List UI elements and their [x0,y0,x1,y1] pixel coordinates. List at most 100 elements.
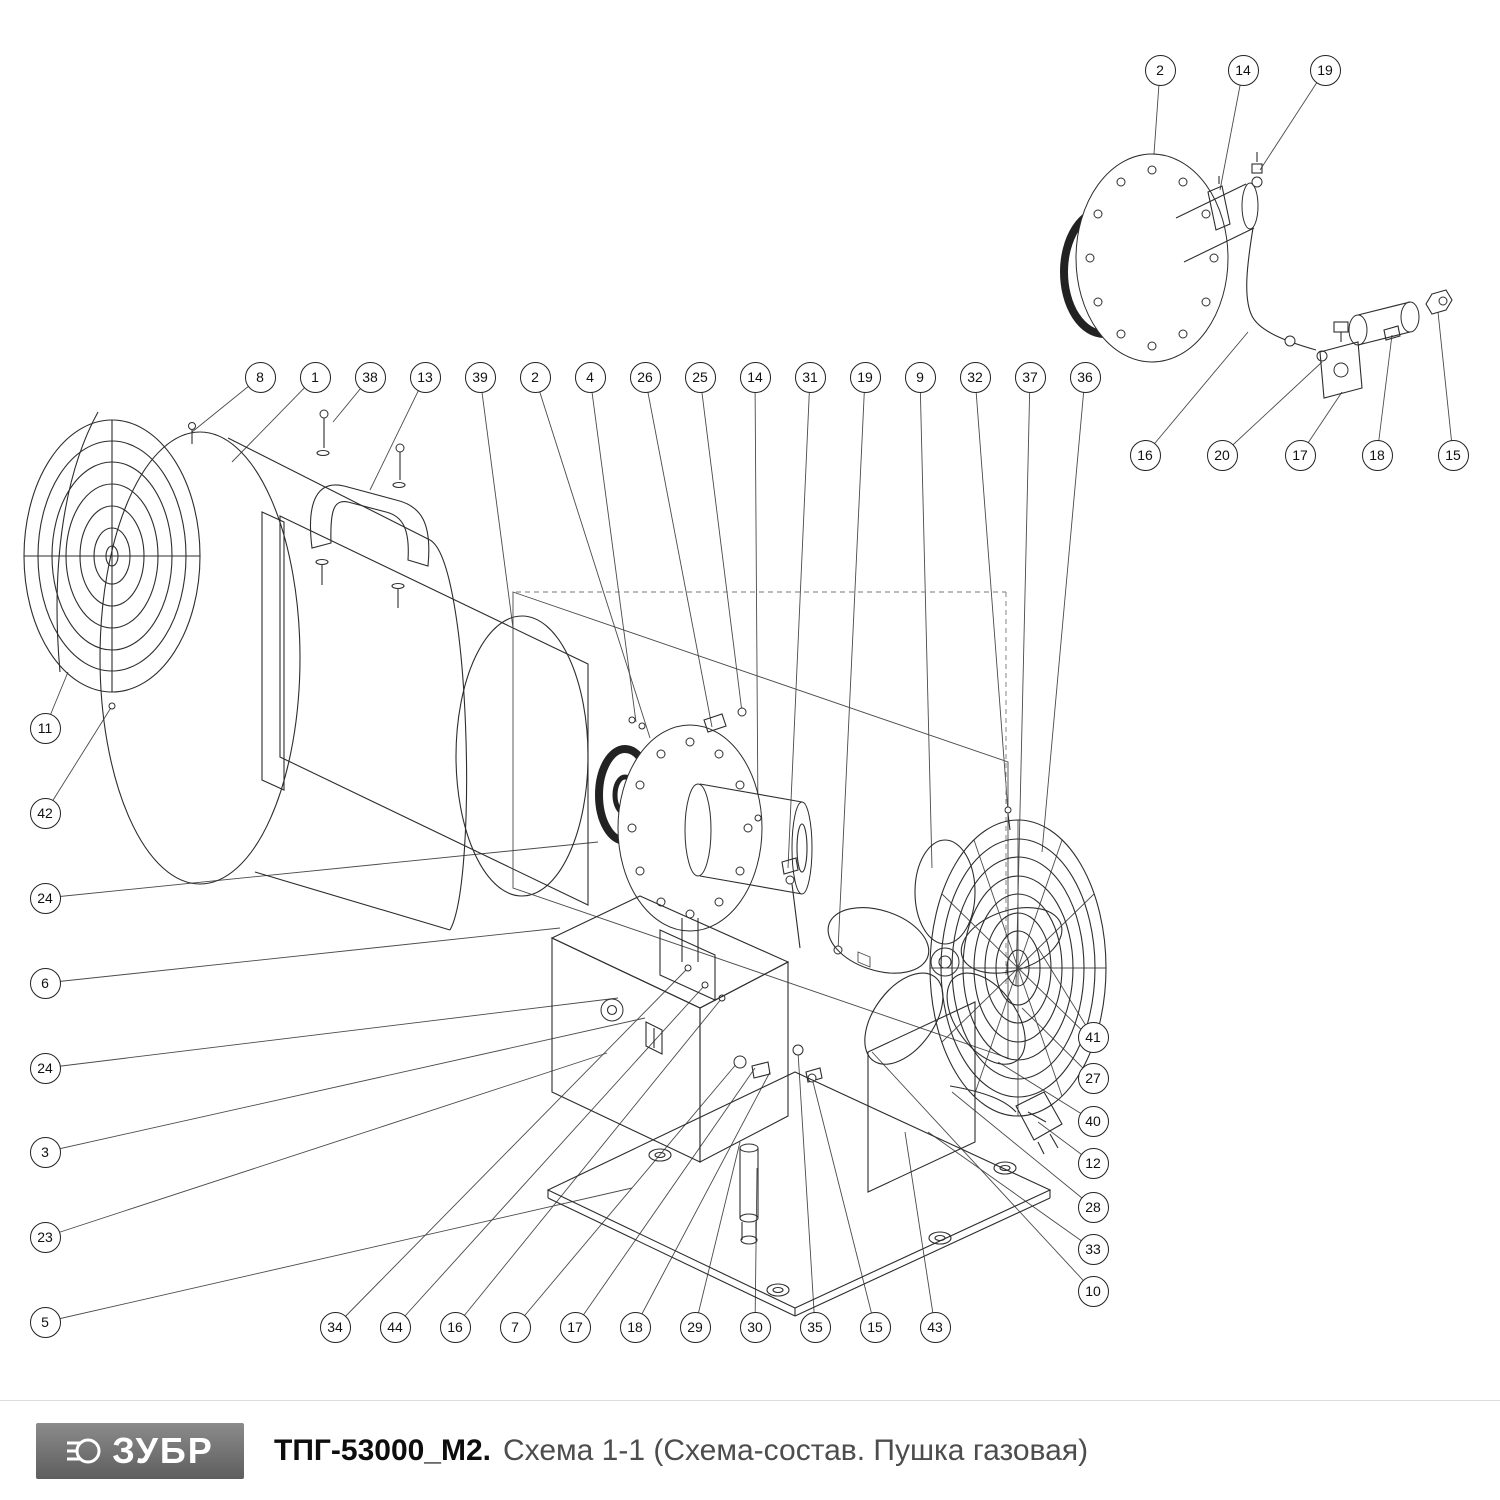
callout-33: 33 [1077,1233,1109,1265]
gas-fitting [754,814,762,822]
inlet-guard-grille [23,411,201,710]
pilot-burner-inset [1060,152,1453,399]
tube-clamp [1207,185,1231,231]
flange-screw [628,716,636,724]
burner-flange-assembly [595,707,843,1002]
rubber-foot [648,1148,672,1162]
gas-capillary [1246,227,1317,351]
callout-17: 17 [1284,439,1316,471]
gas-valve [781,857,799,875]
igniter-part [737,707,747,717]
callout-35: 35 [799,1311,831,1343]
callout-41: 41 [1077,1021,1109,1053]
callout-13: 13 [409,361,441,393]
fan-impeller [827,839,1063,1065]
callout-8: 8 [244,361,276,393]
hex-connector [1425,289,1453,315]
callout-10: 10 [1077,1275,1109,1307]
callout-2: 2 [519,361,551,393]
rubber-foot [928,1231,952,1245]
body-screw [188,422,196,430]
handle-screw [395,443,405,453]
callout-3: 3 [29,1136,61,1168]
tube-fitting [1251,163,1263,174]
outlet-guard-grille [929,806,1107,1117]
inset-flange-disc [1075,153,1229,363]
panel-slot [857,951,871,968]
callout-40: 40 [1077,1105,1109,1137]
callout-15: 15 [1437,439,1469,471]
callout-2: 2 [1144,54,1176,86]
rubber-foot [993,1161,1017,1175]
callout-1: 1 [299,361,331,393]
zubr-emblem-icon [67,1438,101,1463]
piezo-button [733,1055,747,1069]
callout-6: 6 [29,967,61,999]
callout-37: 37 [1014,361,1046,393]
gas-inlet-pipe [739,1143,759,1245]
power-plug [949,1085,1063,1155]
pipe-coupler [1316,350,1328,362]
side-panel [867,1001,976,1193]
callout-38: 38 [354,361,386,393]
callout-19: 19 [1309,54,1341,86]
callout-5: 5 [29,1306,61,1338]
callout-24: 24 [29,882,61,914]
callout-39: 39 [464,361,496,393]
zubr-logo: ЗУБР [36,1422,244,1479]
pipe-coupler [1284,335,1296,347]
guard-screw [1004,806,1012,814]
body-seam-strip [261,511,285,791]
thermostat-knob [600,998,624,1022]
callout-36: 36 [1069,361,1101,393]
valve-body [1319,341,1363,399]
callout-18: 18 [1361,439,1393,471]
callout-15: 15 [859,1311,891,1343]
callout-7: 7 [499,1311,531,1343]
gas-fitting [805,1067,823,1083]
side-sheet-panel [279,515,589,906]
brand-name: ЗУБР [112,1429,214,1471]
grille-clip [108,702,116,710]
callout-20: 20 [1206,439,1238,471]
callout-26: 26 [629,361,661,393]
callout-23: 23 [29,1221,61,1253]
callout-32: 32 [959,361,991,393]
model-number: ТПГ-53000_М2. [274,1433,492,1467]
callout-24: 24 [29,1052,61,1084]
carry-handle [309,409,430,608]
tee-fitting [1383,325,1401,341]
drawing-title: ТПГ-53000_М2. Схема 1-1 (Схема-состав. Пу… [274,1434,1088,1468]
callout-29: 29 [679,1311,711,1343]
tube-fitting [1251,176,1263,188]
handle-screw [319,409,329,419]
callout-12: 12 [1077,1147,1109,1179]
grille-support-wire [56,411,99,673]
scheme-subtitle: Схема 1-1 (Схема-состав. Пушка газовая) [503,1433,1089,1467]
flange-screw [638,722,646,730]
callout-16: 16 [439,1311,471,1343]
gas-fitting [792,1044,804,1056]
leader-lines [44,69,1454,1328]
fan-hub [930,947,960,977]
callout-11: 11 [29,712,61,744]
callout-9: 9 [904,361,936,393]
callout-17: 17 [559,1311,591,1343]
igniter-bracket [703,713,727,733]
callout-42: 42 [29,797,61,829]
callout-19: 19 [849,361,881,393]
callout-4: 4 [574,361,606,393]
callout-14: 14 [1227,54,1259,86]
callout-44: 44 [379,1311,411,1343]
control-box [550,895,823,1163]
callout-14: 14 [739,361,771,393]
callout-43: 43 [919,1311,951,1343]
valve-fitting [751,1061,771,1079]
base-plate [546,1001,1052,1317]
callout-18: 18 [619,1311,651,1343]
callout-25: 25 [684,361,716,393]
burner-tube-end [1241,182,1259,230]
callout-31: 31 [794,361,826,393]
